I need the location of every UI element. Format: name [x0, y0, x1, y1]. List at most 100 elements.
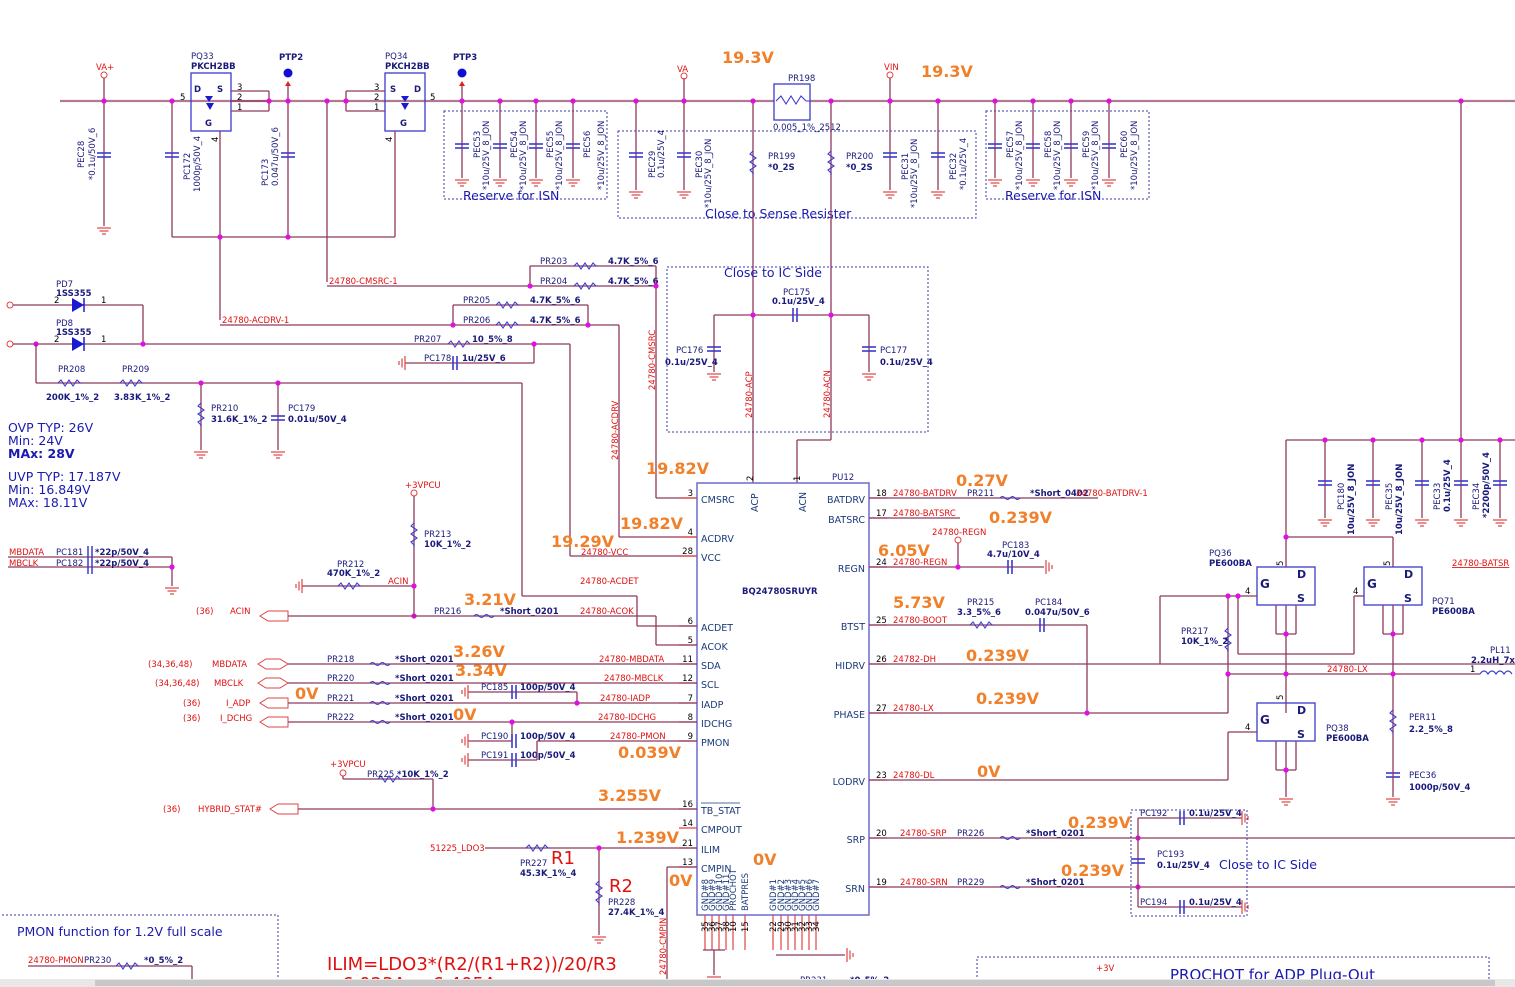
- pmon-function-box: [0, 914, 279, 987]
- net-dl: 24780-DL: [869, 771, 1228, 781]
- svg-text:24780-BATSRC: 24780-BATSRC: [893, 509, 956, 519]
- svg-text:*Short_0201: *Short_0201: [395, 655, 454, 665]
- svg-text:24780-LX: 24780-LX: [893, 704, 934, 714]
- svg-text:PR222: PR222: [327, 713, 354, 723]
- svg-text:Min: 16.849V: Min: 16.849V: [8, 482, 91, 497]
- svg-text:*Short_0201: *Short_0201: [395, 713, 454, 723]
- svg-text:*2200p/50V_4: *2200p/50V_4: [1482, 452, 1492, 518]
- svg-text:G: G: [205, 119, 212, 129]
- testpoint-ptp3: PTP3: [453, 53, 477, 101]
- svg-text:(36): (36): [196, 607, 213, 617]
- svg-text:PR227: PR227: [520, 859, 547, 869]
- port-mbdata[interactable]: (34,36,48) MBDATA PR218 *Short_0201 2478…: [148, 655, 697, 670]
- svg-text:4: 4: [385, 137, 395, 142]
- svg-text:PD7: PD7: [56, 280, 73, 290]
- ic-pin-number: 31: [791, 921, 801, 932]
- svg-text:PR199: PR199: [768, 152, 795, 162]
- svg-text:PR210: PR210: [211, 404, 238, 414]
- close-to-ic-box-2: [1130, 809, 1248, 917]
- svg-text:S: S: [1297, 728, 1305, 741]
- svg-text:ACIN: ACIN: [388, 577, 408, 587]
- svg-text:ACN: ACN: [798, 492, 809, 512]
- ic-pin-name: CMPIN: [701, 864, 731, 875]
- svg-text:PEC32: PEC32: [949, 153, 959, 180]
- measure-sda: 3.26V: [453, 642, 505, 661]
- ic-pin-number: 33: [805, 921, 815, 932]
- ic-pin-name: GND#10: [715, 874, 725, 911]
- svg-text:OVP TYP: 26V: OVP TYP: 26V: [8, 420, 94, 435]
- svg-text:PEC30: PEC30: [695, 151, 705, 178]
- mosfet-pq71: PQ71 PE600BA G D S 5 4: [1237, 561, 1475, 770]
- svg-text:BQ24780SRUYR: BQ24780SRUYR: [742, 587, 818, 597]
- res-pr207-pc178: PR207 10_5%_8 PC178 1u/25V_6: [398, 335, 697, 557]
- svg-text:24780-ACP: 24780-ACP: [745, 371, 755, 418]
- svg-text:*10u/25V_8_JON: *10u/25V_8_JON: [1015, 121, 1025, 190]
- svg-text:R1: R1: [551, 848, 575, 869]
- svg-text:PR225: PR225: [367, 770, 394, 780]
- svg-text:PR229: PR229: [957, 878, 984, 888]
- svg-text:100p/50V_4: 100p/50V_4: [520, 751, 576, 761]
- ic-pin-name: GND#9: [708, 879, 718, 911]
- svg-text:24780-PMON: 24780-PMON: [610, 732, 666, 742]
- svg-text:PR216: PR216: [434, 607, 461, 617]
- svg-text:(34,36,48): (34,36,48): [155, 679, 199, 689]
- port-hybrid-stat[interactable]: +3VPCU PR225 *10K_1%_2 (36) HYBRID_STAT#: [163, 760, 697, 815]
- svg-text:*0.1u/50V_6: *0.1u/50V_6: [88, 128, 98, 180]
- svg-text:PKCH2BB: PKCH2BB: [191, 62, 236, 72]
- note-pmon-function: PMON function for 1.2V full scale: [17, 924, 223, 939]
- svg-text:24780-IDCHG: 24780-IDCHG: [598, 713, 656, 723]
- svg-text:4.7K_5%_6: 4.7K_5%_6: [608, 257, 659, 267]
- svg-text:PR203: PR203: [540, 257, 567, 267]
- svg-text:470K_1%_2: 470K_1%_2: [327, 569, 380, 579]
- svg-text:G: G: [400, 119, 407, 129]
- ic-pin-number: 10: [729, 921, 739, 932]
- svg-text:*10u/25V_8_JON: *10u/25V_8_JON: [555, 121, 565, 190]
- svg-text:PEC34: PEC34: [1472, 483, 1482, 510]
- scrollbar-thumb[interactable]: [95, 980, 1495, 986]
- ic-pin-name: CMSRC: [701, 495, 735, 506]
- measure-iadp: 0V: [295, 684, 319, 703]
- net-srp: 24780-SRP PR226 *Short_0201: [869, 829, 1515, 841]
- svg-text:G: G: [1260, 577, 1270, 591]
- svg-text:PEC36: PEC36: [1409, 771, 1436, 781]
- svg-text:VA: VA: [677, 65, 688, 75]
- cap-pec29-pec30: PEC29 0.1u/25V_4 PEC30 *10u/25V_8_JON: [628, 78, 714, 208]
- ic-pin-name: LODRV: [833, 777, 866, 788]
- ic-pin-number: 26: [876, 655, 887, 665]
- svg-text:(34,36,48): (34,36,48): [148, 660, 192, 670]
- svg-text:PL11: PL11: [1490, 646, 1511, 656]
- svg-text:PE600BA: PE600BA: [1432, 607, 1475, 617]
- svg-text:*Short_0201: *Short_0201: [395, 674, 454, 684]
- svg-text:PC183: PC183: [1002, 541, 1029, 551]
- svg-text:0.1u/25V_4: 0.1u/25V_4: [1157, 861, 1210, 871]
- svg-text:2: 2: [54, 296, 59, 306]
- ic-pin-name: SRP: [847, 835, 866, 846]
- svg-text:24780-ACDRV-1: 24780-ACDRV-1: [222, 316, 289, 326]
- net-lx-right: 24780-LX: [1225, 665, 1480, 677]
- svg-text:24780-CMSRC-1: 24780-CMSRC-1: [329, 277, 398, 287]
- ic-pin-name: GND#1: [769, 879, 779, 911]
- svg-text:PR198: PR198: [788, 74, 815, 84]
- port-i-adp[interactable]: (36) I_ADP PR221 *Short_0201 24780-IADP …: [183, 683, 697, 709]
- port-acin[interactable]: (36) ACIN PR216 *Short_0201 24780-ACOK: [196, 607, 697, 646]
- svg-text:PC185: PC185: [481, 683, 508, 693]
- svg-text:(36): (36): [163, 805, 180, 815]
- svg-text:PC177: PC177: [880, 346, 907, 356]
- ic-pin-number: 35: [701, 921, 711, 932]
- ic-pin-number: 18: [876, 489, 887, 499]
- svg-text:PEC53: PEC53: [473, 131, 483, 158]
- horizontal-scrollbar[interactable]: [0, 979, 1515, 987]
- svg-text:24780-BATSR: 24780-BATSR: [1452, 559, 1509, 569]
- port-i-dchg[interactable]: (36) I_DCHG PR222 *Short_0201 24780-IDCH…: [183, 713, 697, 741]
- ic-pin-number: 12: [682, 674, 693, 684]
- measure-srn: 0.239V: [1061, 861, 1125, 880]
- net-va-plus: VA+ PEC28 *0.1u/50V_6: [77, 63, 114, 235]
- ic-pin-number: 36: [708, 921, 718, 932]
- svg-text:24780-ACN: 24780-ACN: [823, 370, 833, 418]
- port-mbclk[interactable]: (34,36,48) MBCLK PR220 *Short_0201 24780…: [155, 674, 697, 689]
- svg-text:PC176: PC176: [676, 346, 703, 356]
- svg-text:PR204: PR204: [540, 277, 567, 287]
- svg-text:PR208: PR208: [58, 365, 85, 375]
- svg-text:+3VPCU: +3VPCU: [330, 760, 366, 770]
